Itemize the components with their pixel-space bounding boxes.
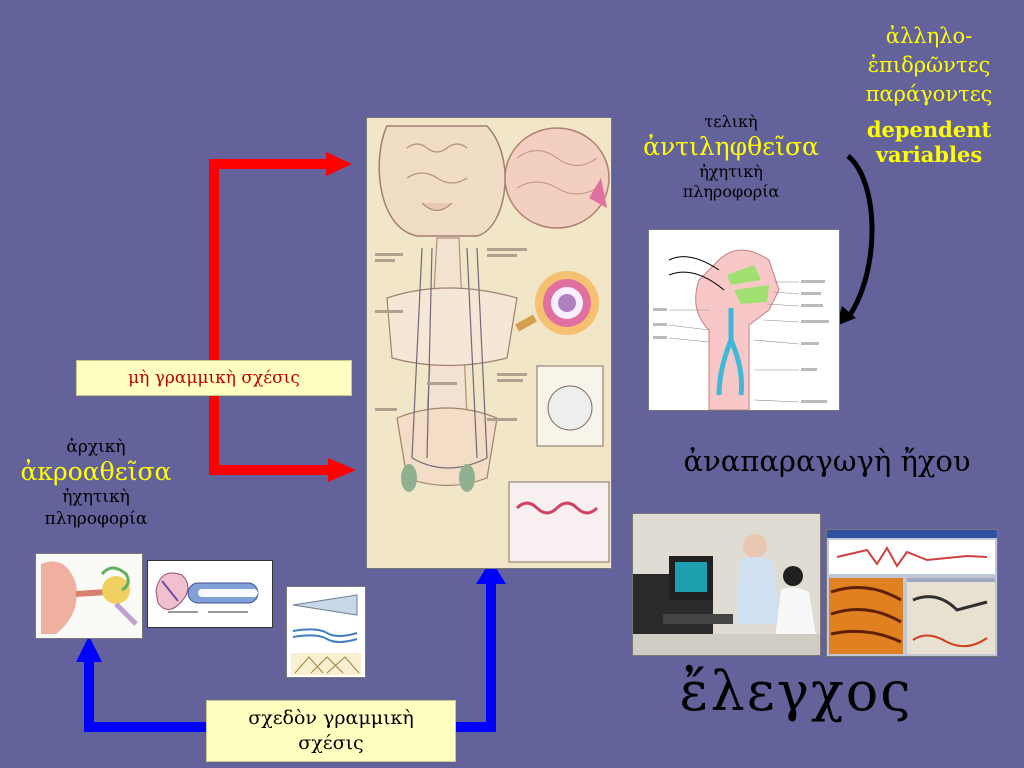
control-label: ἔλεγχος — [679, 660, 913, 723]
dependent-variables-label: ἀλληλο- ἐπιδρῶντες παράγοντες dependent … — [838, 22, 1020, 167]
sound-reproduction-label: ἀναπαραγωγὴ ἤχου — [683, 444, 971, 478]
final-perceived-info: τελικὴ ἀντιληφθεῖσα ἠχητικὴ πληροφορία — [620, 112, 842, 202]
tr-line1: ἀλληλο- — [885, 24, 973, 48]
nearly-linear-relation-box: σχεδὸν γραμμικὴ σχέσις — [206, 700, 456, 762]
vocal-tract-figure — [648, 229, 840, 411]
initial-line1: ἀρχικὴ — [66, 437, 126, 457]
nearly-line1: σχεδὸν γραμμικὴ — [248, 707, 414, 729]
final-line2: ἀντιληφθεῖσα — [643, 132, 819, 161]
listening-test-photo — [632, 513, 821, 656]
blue-arrow — [76, 560, 506, 732]
auditory-pathway-figure — [366, 117, 612, 569]
cochlea-figure — [147, 560, 273, 628]
spectrogram-figure — [826, 529, 998, 657]
initial-line4: πληροφορία — [44, 509, 148, 529]
curved-arrow — [836, 154, 875, 326]
initial-line3: ἠχητικὴ — [62, 487, 130, 507]
final-line1: τελικὴ — [704, 112, 758, 131]
final-line4: πληροφορία — [682, 182, 780, 201]
basilar-membrane-figure — [286, 586, 366, 678]
tr-en-line1: dependent — [866, 117, 992, 142]
tr-line2: ἐπιδρῶντες — [867, 53, 991, 77]
nonlinear-relation-box: μὴ γραμμικὴ σχέσις — [76, 360, 352, 396]
initial-line2: ἀκροαθεῖσα — [20, 457, 172, 486]
red-arrow — [209, 152, 356, 482]
nearly-line2: σχέσις — [298, 732, 364, 754]
tr-line3: παράγοντες — [865, 82, 993, 106]
final-line3: ἠχητικὴ — [699, 162, 763, 181]
ear-anatomy-figure — [35, 553, 143, 639]
initial-heard-info: ἀρχικὴ ἀκροαθεῖσα ἠχητικὴ πληροφορία — [4, 436, 188, 530]
tr-en-line2: variables — [875, 142, 983, 167]
